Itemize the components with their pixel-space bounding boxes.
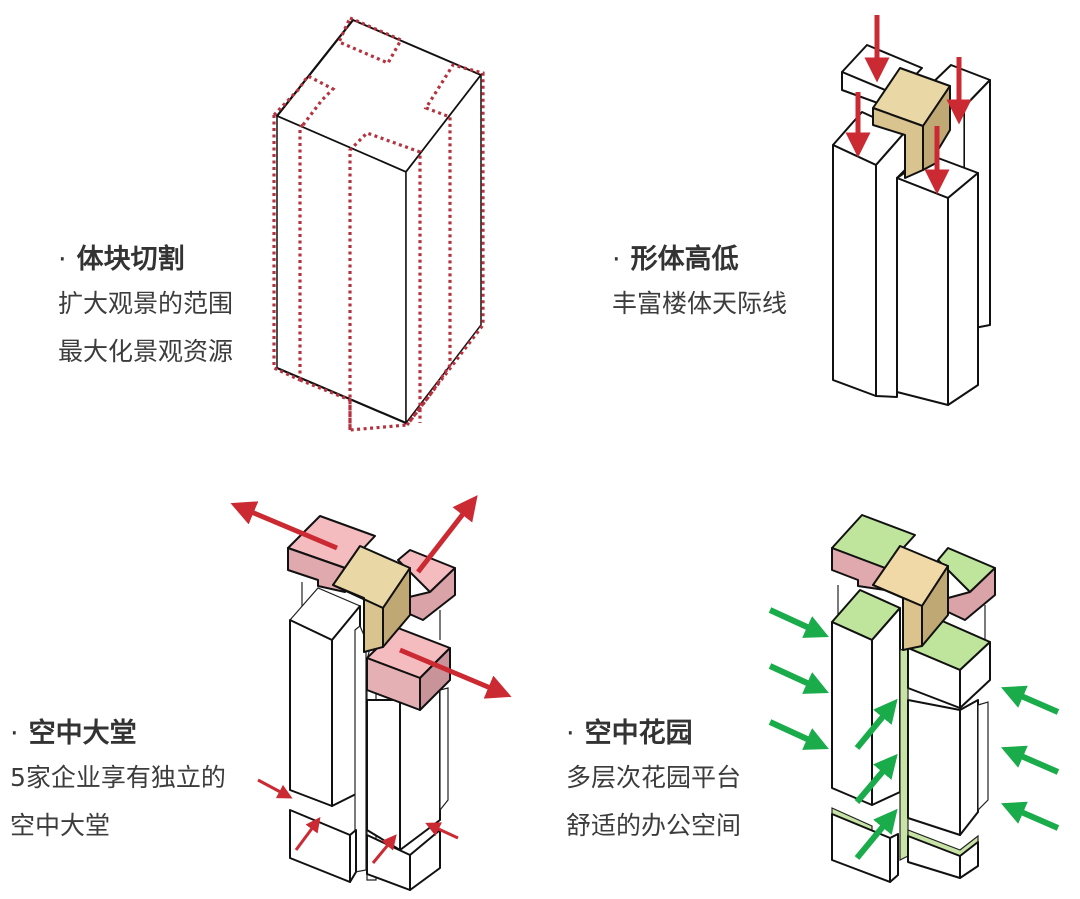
caption-line: 5家企业享有独立的 [10, 763, 226, 792]
caption-title: · 空中大堂 [10, 714, 226, 754]
lobby-volume-side [419, 647, 451, 711]
caption-title: · 空中花园 [566, 714, 741, 754]
outward-arrow-icon [416, 495, 478, 574]
massing-cut-building [272, 16, 485, 432]
inward-arrow-icon [371, 834, 397, 864]
bullet-dot: · [566, 718, 575, 749]
inward-arrow-icon [294, 816, 321, 851]
caption-line: 扩大观景的范围 [58, 289, 234, 318]
core-block-side [382, 567, 411, 648]
inward-arrow-icon [1000, 745, 1060, 775]
caption-line: 多层次花园平台 [566, 763, 742, 792]
caption-line: 舒适的办公空间 [566, 811, 742, 840]
outward-arrow-icon [399, 647, 512, 699]
core-block-side [921, 565, 949, 647]
caption-line: 丰富楼体天际线 [612, 289, 788, 318]
caption-title: · 形体高低 [612, 240, 787, 280]
inward-arrow-icon [854, 698, 898, 750]
inward-arrow-icon [425, 822, 459, 840]
caption-height-variation: · 形体高低 丰富楼体天际线 [612, 240, 787, 328]
title-text: 体块切割 [76, 244, 185, 275]
height-variation-building [832, 15, 991, 406]
caption-line: 最大化景观资源 [58, 337, 234, 366]
inward-arrow-icon [257, 778, 293, 799]
title-text: 形体高低 [630, 244, 739, 275]
core-block-front [872, 584, 923, 651]
title-text: 空中花园 [584, 718, 693, 749]
bullet-dot: · [612, 244, 621, 275]
bullet-dot: · [10, 718, 19, 749]
inward-arrow-icon [854, 808, 898, 860]
caption-line: 空中大堂 [10, 811, 111, 840]
inward-arrow-icon [768, 719, 829, 750]
caption-massing-cut: · 体块切割 扩大观景的范围 最大化景观资源 [58, 240, 233, 376]
inward-arrow-icon [854, 753, 898, 804]
caption-title: · 体块切割 [58, 240, 233, 280]
title-text: 空中大堂 [28, 718, 137, 749]
inward-arrow-icon [1000, 801, 1060, 831]
caption-sky-lobby: · 空中大堂 5家企业享有独立的 空中大堂 [10, 714, 226, 850]
caption-sky-garden: · 空中花园 多层次花园平台 舒适的办公空间 [566, 714, 741, 850]
bullet-dot: · [58, 244, 67, 275]
garden-arrows [768, 607, 1060, 860]
down-arrows [845, 15, 972, 195]
inward-arrow-icon [1000, 685, 1060, 715]
cut-lines [272, 16, 485, 432]
garden-strip [899, 647, 909, 861]
sky-garden-building [768, 514, 1060, 883]
inward-arrow-icon [768, 607, 829, 638]
inward-arrow-icon [768, 663, 829, 694]
lobby-arrows [230, 495, 512, 864]
outward-arrow-icon [230, 501, 338, 551]
core-block-front [332, 584, 384, 653]
sky-lobby-building [230, 495, 512, 891]
